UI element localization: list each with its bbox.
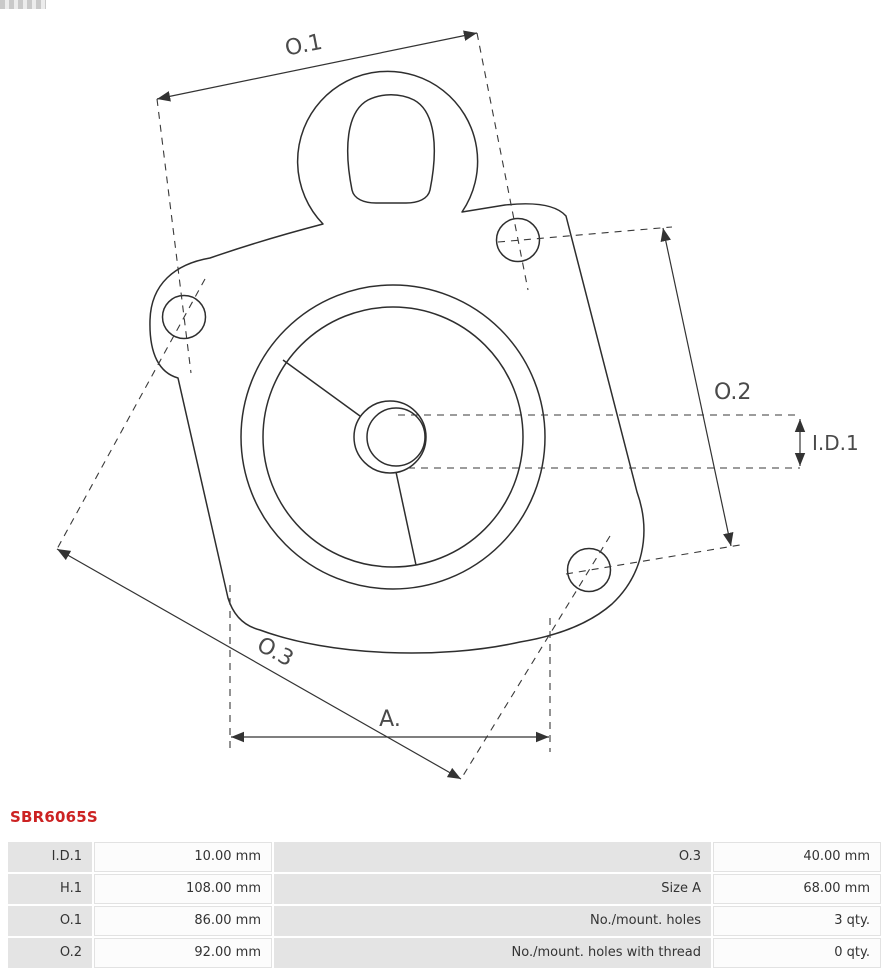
spec-param-label: Size A bbox=[274, 874, 711, 904]
mount-hole-top-right bbox=[495, 217, 541, 263]
spec-row: O.1 86.00 mm No./mount. holes 3 qty. bbox=[8, 906, 881, 936]
spec-value: 10.00 mm bbox=[94, 842, 272, 872]
spec-param-label: No./mount. holes with thread bbox=[274, 938, 711, 968]
handle-inner-hole bbox=[346, 94, 436, 204]
spec-table: I.D.1 10.00 mm O.3 40.00 mm H.1 108.00 m… bbox=[8, 842, 881, 968]
spec-param-label: I.D.1 bbox=[8, 842, 92, 872]
spec-value: 0 qty. bbox=[713, 938, 881, 968]
dim-label-o2: O.2 bbox=[714, 380, 751, 405]
spec-value: 40.00 mm bbox=[713, 842, 881, 872]
dim-label-o1: O.1 bbox=[283, 30, 325, 62]
ext-line-o2-bottom bbox=[565, 544, 741, 575]
sector-line-lower bbox=[395, 471, 417, 566]
mount-hole-left bbox=[161, 294, 207, 340]
spec-param-label: O.1 bbox=[8, 906, 92, 936]
spec-row: H.1 108.00 mm Size A 68.00 mm bbox=[8, 874, 881, 904]
technical-drawing: O.1 O.2 O.3 A. I.D.1 bbox=[56, 30, 859, 780]
dim-line-o1 bbox=[156, 30, 478, 102]
dim-label-o3: O.3 bbox=[253, 632, 298, 672]
spec-value: 108.00 mm bbox=[94, 874, 272, 904]
ext-line-o1-right bbox=[476, 32, 529, 291]
mount-hole-bottom-right bbox=[566, 547, 612, 593]
sector-line-upper bbox=[282, 359, 361, 417]
ext-line-o2-top bbox=[497, 226, 673, 243]
spec-param-label: No./mount. holes bbox=[274, 906, 711, 936]
ext-line-o1-left bbox=[156, 98, 192, 374]
spec-value: 3 qty. bbox=[713, 906, 881, 936]
starter-cover-drawing: O.1 O.2 O.3 A. I.D.1 bbox=[56, 30, 859, 780]
dim-label-a: A. bbox=[379, 707, 401, 732]
dim-line-o2 bbox=[660, 227, 734, 547]
shaft-hole-outer bbox=[353, 400, 427, 474]
cover-outline bbox=[149, 70, 645, 654]
ext-line-o3-left bbox=[56, 278, 206, 550]
shaft-hole-inner bbox=[366, 407, 426, 467]
spec-param-label: O.3 bbox=[274, 842, 711, 872]
dim-label-id1: I.D.1 bbox=[812, 431, 859, 455]
spec-param-label: H.1 bbox=[8, 874, 92, 904]
dim-line-o3 bbox=[56, 548, 462, 780]
spec-value: 68.00 mm bbox=[713, 874, 881, 904]
spec-value: 86.00 mm bbox=[94, 906, 272, 936]
spec-row: O.2 92.00 mm No./mount. holes with threa… bbox=[8, 938, 881, 968]
bore-outer-circle bbox=[240, 284, 546, 590]
ext-line-o3-right bbox=[460, 535, 611, 780]
spec-row: I.D.1 10.00 mm O.3 40.00 mm bbox=[8, 842, 881, 872]
spec-value: 92.00 mm bbox=[94, 938, 272, 968]
spec-param-label: O.2 bbox=[8, 938, 92, 968]
corner-artifact bbox=[0, 0, 46, 9]
part-number: SBR6065S bbox=[10, 808, 98, 826]
bore-inner-circle bbox=[262, 306, 524, 568]
